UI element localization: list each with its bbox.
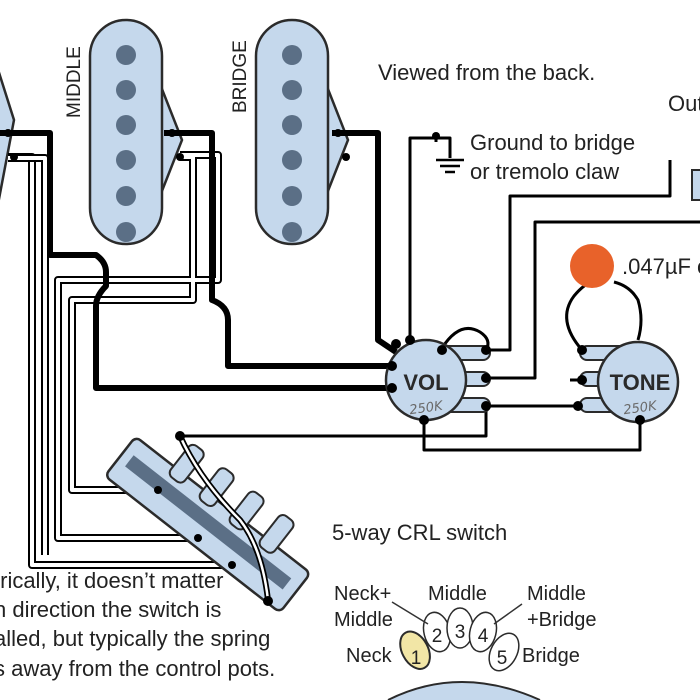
position-label-neck-middle-1: Neck+: [334, 583, 391, 605]
output-label: Out: [668, 91, 700, 116]
signal-wires: [180, 136, 700, 452]
volume-pot-value: 250K: [409, 399, 446, 419]
position-number: 4: [478, 626, 489, 647]
orientation-note-line-2: h direction the switch is: [0, 597, 221, 622]
tone-pot-label: TONE: [610, 370, 671, 395]
switch-title: 5-way CRL switch: [332, 520, 507, 545]
five-way-switch: [106, 431, 310, 612]
output-jack: [691, 169, 700, 201]
position-label-neck: Neck: [346, 645, 393, 667]
position-label-middle-bridge-1: Middle: [527, 583, 586, 605]
position-label-neck-middle-2: Middle: [334, 609, 393, 631]
selector-position-1: [399, 630, 431, 670]
position-number: 3: [455, 622, 466, 643]
switch-position-diagram: 1 2 3 4 5: [387, 601, 541, 700]
tone-pot-value: 250K: [623, 399, 660, 419]
capacitor-label: .047µF c: [622, 254, 700, 279]
volume-pot-label: VOL: [403, 370, 448, 395]
ground-symbol: [436, 158, 464, 174]
pole-pieces: [116, 45, 136, 242]
orientation-note-line-4: s away from the control pots.: [0, 656, 275, 681]
orientation-note-line-3: alled, but typically the spring: [0, 626, 270, 651]
viewed-from-back-note: Viewed from the back.: [378, 60, 595, 85]
selector-position-4: [468, 611, 498, 653]
bridge-pickup-label: BRIDGE: [230, 40, 251, 113]
position-number: 1: [411, 648, 422, 669]
volume-pot: VOL 250K: [384, 338, 491, 422]
pole-pieces: [282, 45, 302, 242]
solder-joints: [4, 129, 645, 425]
position-label-bridge: Bridge: [522, 645, 580, 667]
selector-position-5: [488, 632, 520, 672]
white-wires: [8, 151, 232, 569]
black-wires: [0, 130, 398, 391]
capacitor: [570, 244, 614, 288]
ground-note-line-1: Ground to bridge: [470, 130, 635, 155]
switch-lug: [258, 514, 295, 554]
tone-pot: TONE 250K: [579, 340, 680, 424]
ground-note-line-2: or tremolo claw: [470, 159, 619, 184]
orientation-note-line-1: trically, it doesn’t matter: [0, 568, 223, 593]
position-number: 2: [432, 626, 443, 647]
position-label-middle: Middle: [428, 583, 487, 605]
neck-pickup: [0, 71, 16, 201]
switch-rail: [125, 455, 292, 590]
position-number: 5: [497, 648, 508, 669]
position-label-middle-bridge-2: +Bridge: [527, 609, 597, 631]
middle-pickup: [88, 18, 184, 246]
bridge-pickup: [254, 18, 350, 246]
switch-lug: [168, 443, 205, 484]
middle-pickup-label: MIDDLE: [64, 46, 85, 118]
